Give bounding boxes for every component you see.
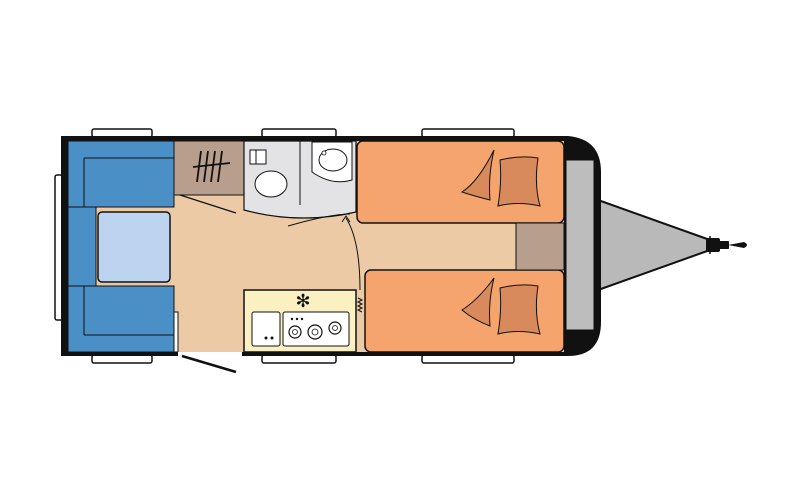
kitchen: ✻ [243,215,364,353]
bathroom-door-swing [287,213,351,227]
fridge-symbol: ✻ [295,291,310,312]
toilet-icon [249,149,288,198]
dinette-table [97,211,171,283]
window-bottom-mid [261,354,337,364]
entry-door [178,352,242,374]
entry-door-gap [178,352,242,356]
bedside-cabinet [515,222,565,271]
sofa-bottom-section [67,285,175,353]
hob-burners-icon [282,311,350,347]
front-storage-panel [565,159,595,331]
wardrobe [173,140,245,214]
window-top-left [91,128,153,138]
wardrobe-door [179,194,237,214]
snowflake-icon: ✻ [295,291,310,312]
kitchen-divider [341,215,364,313]
bed-bottom-pillow-icon [497,284,541,335]
bed-bottom-blanket-fold [461,277,495,327]
rear-dinette [67,140,179,353]
window-bottom-right [421,354,515,364]
window-top-right [421,128,515,138]
tow-coupling-icon [706,236,747,254]
washbasin-icon [311,141,353,183]
bed-top-pillow-icon [497,156,541,207]
bed-top-blanket-fold [460,149,495,201]
sofa-top-section [67,140,175,208]
single-beds [356,140,565,353]
window-bottom-left [91,354,153,364]
bathroom [243,140,357,227]
window-top-mid [261,128,337,138]
dinette-side-wall [173,311,179,353]
wardrobe-unit [173,140,245,196]
entry-door-leaf [181,354,237,374]
drawbar-a-frame [597,199,711,291]
hanging-rail-icon [192,150,231,183]
sink-icon [251,311,281,347]
drawbar [597,199,747,291]
sofa-middle-section [67,206,97,287]
